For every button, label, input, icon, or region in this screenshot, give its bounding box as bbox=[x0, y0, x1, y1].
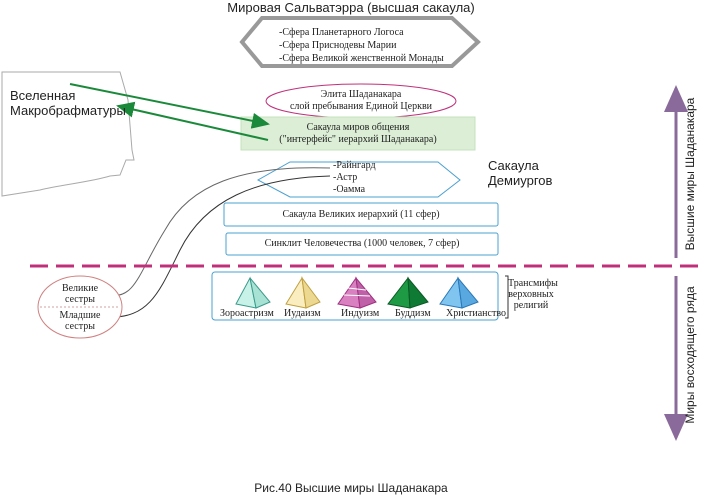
great-hierarchies-box bbox=[223, 202, 499, 227]
figure-caption: Рис.40 Высшие миры Шаданакара bbox=[254, 481, 448, 495]
religion-label-hinduism: Индуизм bbox=[341, 308, 380, 319]
green-arrow-right bbox=[69, 83, 270, 129]
communication-box bbox=[240, 116, 476, 151]
connector-curve-1 bbox=[109, 167, 331, 300]
green-arrow-left bbox=[116, 101, 269, 141]
younger-sisters-label: Младшие сестры bbox=[52, 310, 108, 332]
great-sisters-label: Великие сестры bbox=[52, 283, 108, 305]
demiurge-label-line2: Демиургов bbox=[488, 173, 553, 188]
transmyths-bracket bbox=[505, 275, 509, 319]
universe-label-line2: Макробрафматуры bbox=[10, 103, 126, 118]
demiurge-label-line1: Сакаула bbox=[488, 158, 539, 173]
synclite-box bbox=[225, 232, 499, 256]
connector-curve-2 bbox=[109, 175, 331, 321]
transmyths-label: Трансмифы верховных религий bbox=[508, 278, 558, 311]
salvaterra-octagon bbox=[239, 16, 481, 68]
transmyths-line3: религий bbox=[513, 300, 549, 311]
salvaterra-item: -Сфера Приснодевы Марии bbox=[279, 40, 397, 51]
elite-label-line1: Элита Шаданакара bbox=[320, 89, 402, 100]
salvaterra-list: -Сфера Планетарного Логоса -Сфера Присно… bbox=[279, 26, 444, 65]
religion-label-judaism: Иудаизм bbox=[284, 308, 321, 319]
pyramid-christianity bbox=[439, 276, 479, 309]
communication-label-line1: Сакаула миров общения bbox=[306, 122, 410, 133]
universe-label: Вселенная Макробрафматуры bbox=[10, 88, 126, 118]
salvaterra-item: -Сфера Великой женственной Монады bbox=[279, 53, 444, 64]
upper-worlds-label: Высшие миры Шаданакара bbox=[683, 97, 697, 251]
demiurge-item: -Райнгард bbox=[333, 160, 376, 171]
pyramid-judaism bbox=[285, 276, 321, 309]
transmyths-line1: Трансмифы bbox=[508, 278, 558, 289]
transmyths-line2: верховных bbox=[508, 289, 554, 300]
communication-label-line2: ("интерфейс" иерархий Шаданакара) bbox=[279, 134, 437, 145]
pyramid-zoroastrism bbox=[235, 276, 271, 309]
great-sisters-line2: сестры bbox=[65, 294, 95, 305]
salvaterra-item: -Сфера Планетарного Логоса bbox=[279, 27, 404, 38]
elite-label-line2: слой пребывания Единой Церкви bbox=[289, 101, 433, 112]
ascending-worlds-label: Миры восходящего ряда bbox=[683, 286, 697, 424]
communication-label: Сакаула миров общения ("интерфейс" иерар… bbox=[241, 122, 475, 146]
great-sisters-line1: Великие bbox=[61, 283, 99, 294]
younger-sisters-line2: сестры bbox=[65, 321, 95, 332]
demiurge-item: -Астр bbox=[333, 172, 358, 183]
demiurge-label: Сакаула Демиургов bbox=[488, 158, 552, 188]
demiurge-item: -Оамма bbox=[333, 184, 366, 195]
demiurge-hexagon bbox=[256, 161, 461, 198]
great-hierarchies-label: Сакаула Великих иерархий (11 сфер) bbox=[282, 209, 440, 220]
religion-label-buddhism: Буддизм bbox=[395, 308, 431, 319]
universe-shape bbox=[1, 71, 135, 197]
religion-label-christianity: Христианство bbox=[446, 308, 506, 319]
pyramid-buddhism bbox=[387, 276, 429, 309]
diagram-title: Мировая Сальватэрра (высшая сакаула) bbox=[227, 0, 475, 15]
universe-label-line1: Вселенная bbox=[10, 88, 76, 103]
synclite-label: Синклит Человечества (1000 человек, 7 сф… bbox=[264, 238, 460, 249]
demiurge-list: -Райнгард -Астр -Оамма bbox=[333, 160, 376, 196]
religion-label-zoroastrism: Зороастризм bbox=[220, 308, 274, 319]
younger-sisters-line1: Младшие bbox=[59, 310, 101, 321]
elite-label: Элита Шаданакара слой пребывания Единой … bbox=[266, 89, 456, 113]
pyramid-hinduism bbox=[337, 276, 377, 309]
